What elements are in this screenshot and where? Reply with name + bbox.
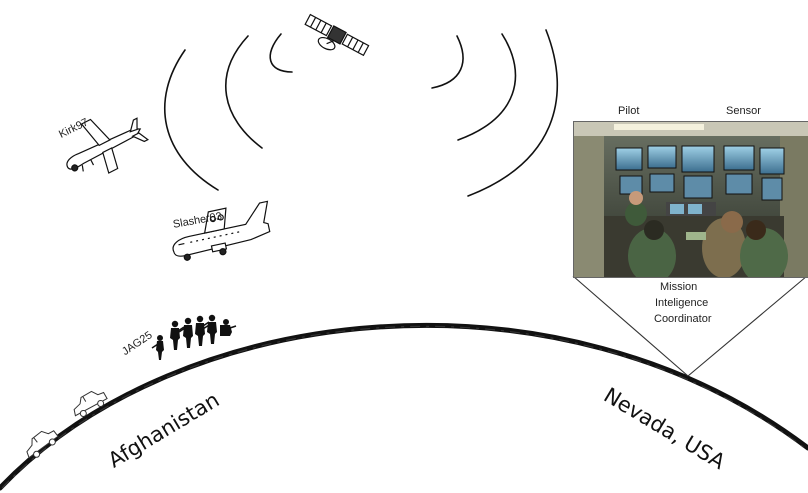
control-station-illustration xyxy=(574,122,808,277)
drone-icon xyxy=(53,100,153,188)
sensor-label: Sensor xyxy=(726,105,761,117)
mission-label-line2: Inteligence xyxy=(654,295,734,311)
control-station-photo xyxy=(573,121,808,278)
satellite-icon xyxy=(300,14,370,66)
signal-arc-right-middle xyxy=(458,34,515,140)
pilot-label: Pilot xyxy=(618,105,639,117)
signal-arc-right-inner xyxy=(432,36,463,88)
signal-arcs xyxy=(165,30,558,196)
mission-label-line1: Mission xyxy=(654,279,734,295)
vehicle-icon xyxy=(21,386,109,461)
mission-label-line3: Coordinator xyxy=(654,311,734,327)
mission-intelligence-coordinator-label: Mission Inteligence Coordinator xyxy=(654,279,734,327)
signal-arc-left-outer xyxy=(165,50,218,190)
cargo-plane-icon xyxy=(167,199,276,264)
signal-arc-left-middle xyxy=(226,36,262,148)
signal-arc-left-inner xyxy=(270,34,292,72)
